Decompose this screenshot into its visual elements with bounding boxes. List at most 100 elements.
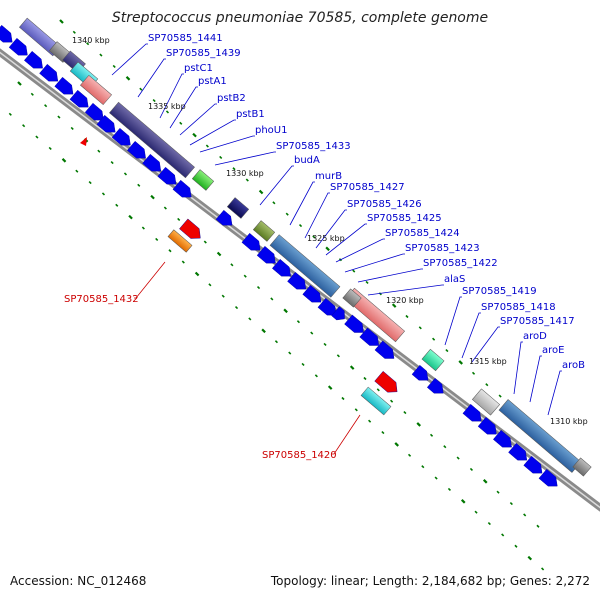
tick-dot <box>274 340 279 344</box>
feature-block-body <box>572 457 592 477</box>
tick-dot <box>381 431 385 435</box>
tick-dot <box>301 362 305 366</box>
label-leader-line <box>137 58 166 98</box>
tick-dot <box>245 178 249 182</box>
tick-dot <box>44 104 48 108</box>
feature-block <box>421 348 445 372</box>
tick-dot <box>70 126 74 131</box>
tick-dot <box>432 337 436 341</box>
tick-dot <box>458 360 463 365</box>
feature-block-body <box>80 74 112 106</box>
tick-dot <box>445 349 449 353</box>
gene-arrow-forward-shape <box>462 403 482 422</box>
gene-label: budA <box>294 155 320 166</box>
label-leader-layer <box>111 43 562 455</box>
gene-arrow-forward <box>359 327 380 346</box>
feature-block <box>109 101 195 179</box>
gene-arrow-forward <box>302 284 322 303</box>
scale-label: 1330 kbp <box>226 169 264 178</box>
tick-dot <box>88 180 92 185</box>
label-leader-line <box>444 296 462 346</box>
gene-arrow-forward-shape <box>39 63 59 82</box>
tick-dot <box>163 206 167 210</box>
scale-label: 1335 kbp <box>148 102 186 111</box>
gene-label: aroD <box>523 331 547 342</box>
feature-block <box>342 288 362 308</box>
tick-dot <box>310 331 314 335</box>
tick-dot <box>123 172 128 176</box>
tick-dot <box>394 442 399 447</box>
feature-block-body <box>109 101 195 179</box>
tick-dot <box>421 465 425 469</box>
tick-dot <box>150 194 155 200</box>
tick-dot <box>447 487 452 491</box>
gene-label: pstB1 <box>236 109 265 120</box>
gene-arrow-forward-shape <box>96 114 116 133</box>
tick-dot <box>296 320 301 324</box>
tick-dot <box>165 110 170 114</box>
tick-dot <box>349 365 355 370</box>
tick-dot <box>327 385 333 390</box>
gene-arrow-forward-shape <box>359 327 380 346</box>
tick-dot <box>256 286 261 290</box>
gene-arrow-forward <box>39 63 59 82</box>
label-leader-line <box>529 355 542 403</box>
label-leader-line <box>471 326 500 363</box>
gene-arrow-forward-shape <box>256 245 276 264</box>
tick-dot <box>460 499 466 504</box>
gene-arrow-forward <box>84 102 104 121</box>
tick-dot <box>474 510 478 514</box>
gene-arrow-forward-shape <box>172 179 192 198</box>
label-leader-line <box>159 73 184 119</box>
tick-dot <box>390 399 394 403</box>
label-leader-line <box>304 192 330 239</box>
gene-arrow-layer <box>0 24 558 487</box>
tick-dot <box>192 132 197 138</box>
tick-dot <box>86 42 90 46</box>
tick-dot <box>416 422 421 427</box>
gene-arrow-forward <box>54 76 74 95</box>
gene-arrow-forward <box>142 153 162 172</box>
gene-arrow-forward-shape <box>287 271 307 290</box>
feature-block-body <box>360 386 392 416</box>
tick-dot <box>365 280 369 284</box>
gene-arrow-forward <box>0 24 13 43</box>
feature-block-body <box>471 388 501 416</box>
tick-dot <box>258 189 264 195</box>
gene-arrow-forward-shape <box>374 340 395 359</box>
gene-arrow-forward-shape <box>241 232 261 251</box>
label-leader-line <box>367 284 444 296</box>
gene-arrow-forward-shape <box>331 306 345 321</box>
label-leader-line <box>335 238 385 263</box>
tick-dot <box>75 169 79 173</box>
gene-arrow-forward <box>241 232 261 251</box>
tick-dot <box>407 453 412 457</box>
gene-arrow-forward-shape <box>157 166 177 185</box>
feature-block <box>226 197 250 219</box>
tick-dot <box>536 524 540 528</box>
gene-arrow-reverse <box>374 370 398 393</box>
label-leader-line <box>189 119 236 146</box>
tick-dot <box>363 376 367 381</box>
tick-dot <box>181 260 185 264</box>
gene-arrow-forward <box>508 442 528 461</box>
label-leader-line <box>325 223 367 256</box>
tick-dot <box>443 445 447 449</box>
gene-label-layer: SP70585_1441SP70585_1439pstC1pstA1pstB2p… <box>64 33 585 461</box>
tick-dot <box>177 217 181 221</box>
gene-arrow-forward-shape <box>272 258 291 277</box>
gene-arrow-forward-shape <box>69 89 89 108</box>
gene-arrow-forward <box>69 89 89 108</box>
gene-label: SP70585_1441 <box>148 33 223 44</box>
gene-arrow-forward <box>172 179 192 198</box>
gene-arrow-forward <box>8 37 28 56</box>
gene-label: phoU1 <box>255 125 288 136</box>
gene-arrow-forward-shape <box>302 284 322 303</box>
gene-arrow-forward <box>331 306 345 321</box>
gene-label: SP70585_1427 <box>330 182 405 193</box>
tick-dot <box>205 144 209 148</box>
tick-dot <box>498 394 502 398</box>
gene-arrow-forward-shape <box>215 209 233 226</box>
